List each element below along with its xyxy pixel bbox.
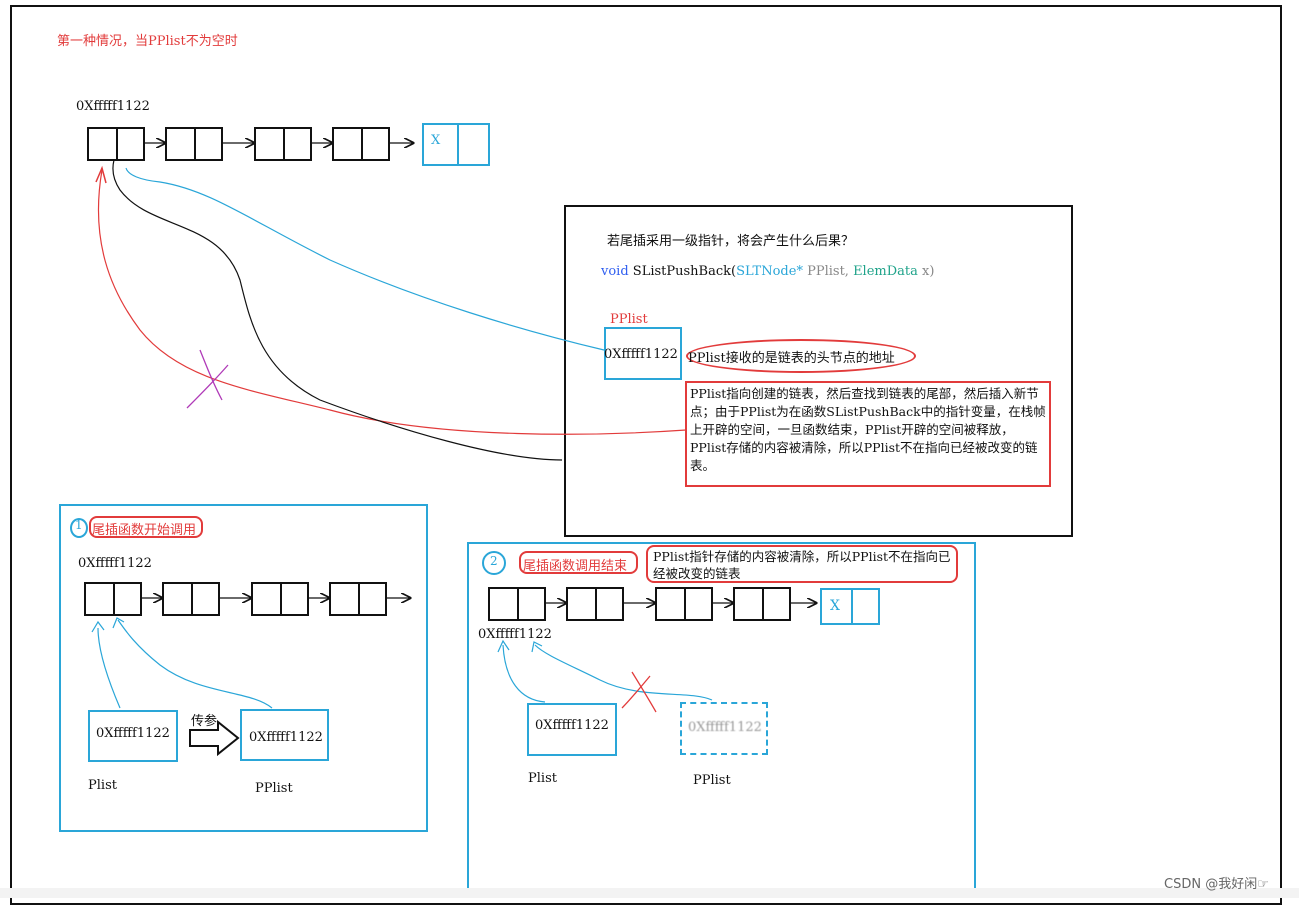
panel-2-note-box: PPlist指针存储的内容被清除，所以PPlist不在指向已经被改变的链表	[646, 545, 958, 583]
panel-2-note: PPlist指针存储的内容被清除，所以PPlist不在指向已经被改变的链表	[653, 549, 951, 581]
panel-2-plist-box	[527, 703, 617, 756]
top-list-new-node-x: X	[431, 133, 441, 148]
top-list-address: 0Xfffff1122	[76, 99, 150, 114]
bottom-bar	[0, 888, 1299, 898]
code-arg1: PPlist,	[802, 264, 854, 279]
memo-question: 若尾插采用一级指针，将会产生什么后果？	[607, 234, 855, 249]
panel-2-plist-value: 0Xfffff1122	[535, 718, 609, 733]
panel-1-title: 尾插函数开始调用	[92, 523, 197, 538]
top-list-new-node: X	[422, 123, 490, 166]
panel-1-title-box	[89, 516, 203, 538]
panel-1-node-2	[162, 582, 220, 616]
panel-2-node-4	[733, 587, 791, 621]
panel-2-pplist-label: PPlist	[693, 773, 731, 788]
panel-1-pplist-label: PPlist	[255, 781, 293, 796]
panel-2-title-box	[519, 551, 638, 574]
panel-1-address: 0Xfffff1122	[78, 556, 152, 571]
panel-1-plist-box	[88, 710, 178, 762]
code-type: SLTNode*	[736, 264, 803, 279]
code-keyword: void	[601, 264, 629, 279]
panel-1-arrow-label: 传参	[191, 714, 218, 729]
panel-2-number: 2	[490, 554, 498, 568]
panel-1-number-circle	[70, 518, 88, 538]
panel-2-pplist-box	[680, 702, 768, 755]
memo-code: void SListPushBack(SLTNode* PPlist, Elem…	[601, 264, 934, 279]
panel-1-plist-label: Plist	[88, 778, 117, 793]
memo-explanation-box: PPlist指向创建的链表，然后查找到链表的尾部，然后插入新节点；由于PPlis…	[685, 381, 1051, 487]
panel-2-address: 0Xfffff1122	[478, 627, 552, 642]
panel-2-title: 尾插函数调用结束	[523, 559, 628, 574]
panel-2-node-1	[488, 587, 546, 621]
panel-2-new-node: X	[820, 588, 880, 625]
memo-explanation: PPlist指向创建的链表，然后查找到链表的尾部，然后插入新节点；由于PPlis…	[690, 386, 1046, 473]
page-heading: 第一种情况，当PPlist不为空时	[57, 34, 238, 49]
top-list-node-3	[254, 127, 312, 161]
code-type2: ElemData	[853, 264, 918, 279]
panel-2-node-2	[566, 587, 624, 621]
memo-receives-ellipse	[686, 339, 916, 373]
memo-pplist-label: PPlist	[610, 312, 648, 327]
top-list-node-2	[165, 127, 223, 161]
panel-2-new-node-x: X	[830, 598, 840, 614]
top-list-node-1	[87, 127, 145, 161]
panel-2-node-3	[655, 587, 713, 621]
panel-1-plist-value: 0Xfffff1122	[96, 726, 170, 741]
panel-2-pplist-value: 0Xfffff1122	[688, 720, 762, 735]
watermark: CSDN @我好闲☞	[1164, 877, 1269, 892]
code-function: SListPushBack(	[628, 264, 737, 279]
panel-1-number: 1	[75, 518, 83, 532]
panel-1-pplist-value: 0Xfffff1122	[249, 730, 323, 745]
top-list-node-4	[332, 127, 390, 161]
panel-2-number-circle	[482, 551, 506, 575]
panel-1	[59, 504, 428, 832]
memo-receives-note: PPlist接收的是链表的头节点的地址	[688, 351, 895, 366]
memo-pplist-address: 0Xfffff1122	[604, 347, 678, 362]
code-arg2: x)	[917, 264, 935, 279]
panel-2-plist-label: Plist	[528, 771, 557, 786]
panel-1-node-3	[251, 582, 309, 616]
panel-1-node-4	[329, 582, 387, 616]
panel-1-node-1	[84, 582, 142, 616]
panel-1-pplist-box	[240, 709, 329, 761]
